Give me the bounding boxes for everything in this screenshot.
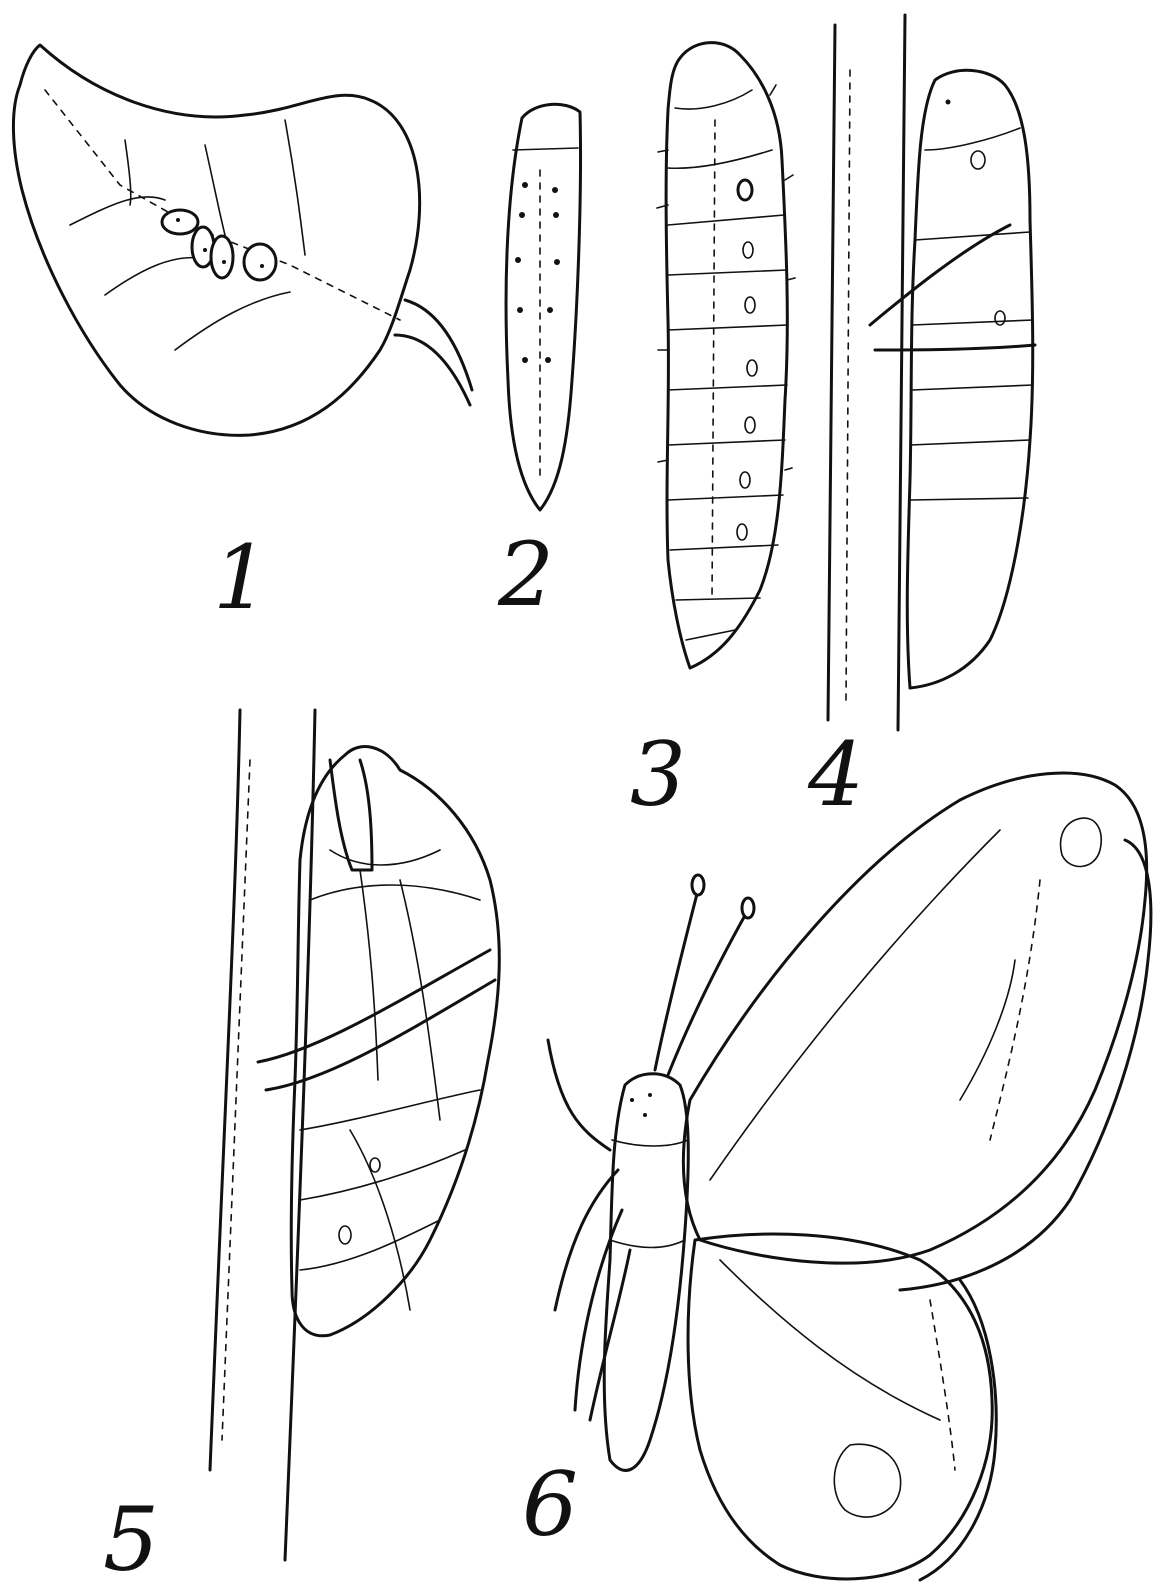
stage-5-label: 5 (103, 1488, 159, 1588)
stage-2-label: 2 (497, 523, 554, 626)
stage-1-label: 1 (213, 526, 269, 629)
egg-on-leaf-icon (13, 45, 472, 435)
stage-6-label: 6 (522, 1453, 578, 1556)
pupa-chrysalis-icon (210, 710, 499, 1560)
adult-butterfly-icon (548, 773, 1151, 1580)
stage-3-label: 3 (630, 723, 686, 826)
stage-4-label: 4 (807, 723, 864, 826)
young-larva-icon (506, 104, 580, 510)
caterpillar-icon (657, 43, 795, 668)
prepupa-on-stem-icon (828, 15, 1035, 730)
